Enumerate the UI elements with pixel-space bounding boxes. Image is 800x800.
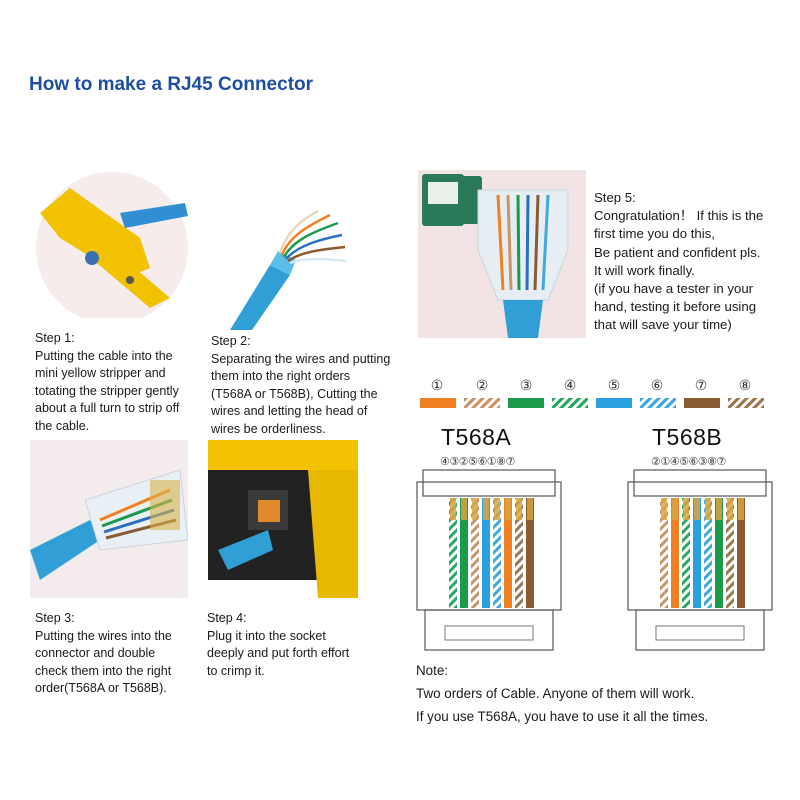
wire-number: ⑥ — [650, 377, 664, 393]
step3-line: order(T568A or T568B). — [35, 681, 167, 696]
step5-heading: Step 5: — [594, 190, 636, 205]
wire — [449, 498, 457, 608]
wire — [715, 498, 723, 608]
pin-order-t568a: ④③②⑤⑥①⑧⑦ — [440, 456, 515, 468]
wire-number: ⑤ — [607, 377, 621, 393]
step3-line: connector and double — [35, 646, 156, 661]
wire-number: ⑧ — [738, 377, 752, 393]
wire — [704, 498, 712, 608]
wire — [482, 498, 490, 608]
wire-color-swatch — [508, 398, 544, 408]
step4-line: Plug it into the socket — [207, 628, 326, 643]
wire-color-swatch — [684, 398, 720, 408]
connector-diagram-t568b — [626, 468, 774, 658]
step3-heading: Step 3: — [35, 611, 75, 625]
step5-line: It will work finally. — [594, 262, 695, 278]
wire — [737, 498, 745, 608]
wire-color-swatch — [596, 398, 632, 408]
wire — [682, 498, 690, 608]
wire — [493, 498, 501, 608]
connector-diagram-t568a — [415, 468, 563, 658]
wire-color-swatch — [728, 398, 764, 408]
wire-number: ③ — [519, 377, 533, 393]
step1-line: the cable. — [35, 418, 90, 433]
step5-line: first time you do this, — [594, 226, 715, 242]
step2-line: (T568A or T568B), Cutting the — [211, 386, 378, 401]
wire — [726, 498, 734, 608]
note-line: If you use T568A, you have to use it all… — [416, 709, 709, 724]
step2-line: them into the right orders — [211, 369, 350, 384]
standard-title-t568a: T568A — [441, 424, 512, 450]
note-heading: Note: — [416, 663, 449, 678]
step4-line: to crimp it. — [207, 663, 265, 678]
step5-line: hand, testing it before using — [594, 299, 757, 315]
wire — [693, 498, 701, 608]
wire-color-swatch — [420, 398, 456, 408]
step5-line: Be patient and confident pls. — [594, 244, 761, 260]
step4-text: Step 4: Plug it into the socket deeply a… — [207, 610, 349, 680]
wire — [460, 498, 468, 608]
wire — [504, 498, 512, 608]
wire-color-swatch — [552, 398, 588, 408]
step5-text: Step 5: Congratulation！ If this is the f… — [594, 189, 763, 335]
wire-color-swatch — [464, 398, 500, 408]
step3-photo — [30, 440, 188, 598]
step1-line: totating the stripper gently — [35, 383, 179, 398]
wire — [660, 498, 668, 608]
step5-line: that will save your time) — [594, 317, 732, 333]
step4-heading: Step 4: — [207, 611, 247, 625]
wire — [515, 498, 523, 608]
step5-line: Congratulation！ If this is the — [594, 208, 764, 224]
step4-line: deeply and put forth effort — [207, 646, 350, 661]
step3-line: check them into the right — [35, 663, 172, 678]
wire — [671, 498, 679, 608]
step3-text: Step 3: Putting the wires into the conne… — [35, 610, 172, 698]
step2-heading: Step 2: — [211, 334, 251, 348]
standard-title-t568b: T568B — [652, 424, 723, 450]
wire-number: ① — [430, 377, 444, 393]
wire — [526, 498, 534, 608]
note: Note: Two orders of Cable. Anyone of the… — [416, 659, 708, 728]
note-line: Two orders of Cable. Anyone of them will… — [416, 686, 695, 701]
step1-line: mini yellow stripper and — [35, 366, 166, 381]
pin-order-t568b: ②①④⑤⑥③⑧⑦ — [651, 456, 726, 468]
wire-number: ⑦ — [694, 377, 708, 393]
wire-color-swatch — [640, 398, 676, 408]
page-title: How to make a RJ45 Connector — [29, 74, 314, 95]
step3-line: Putting the wires into the — [35, 628, 172, 643]
step1-line: about a full turn to strip off — [35, 401, 180, 416]
step2-line: Separating the wires and putting — [211, 351, 391, 366]
step1-heading: Step 1: — [35, 331, 75, 345]
step2-line: wires and letting the head of — [211, 404, 368, 419]
step1-line: Putting the cable into the — [35, 348, 173, 363]
step2-photo — [230, 205, 350, 330]
wire-number: ④ — [563, 377, 577, 393]
step1-photo — [30, 168, 190, 318]
step2-line: wires be orderliness. — [211, 421, 326, 436]
step5-line: (if you have a tester in your — [594, 281, 754, 297]
step5-photo — [418, 170, 586, 338]
wire — [471, 498, 479, 608]
step4-photo — [208, 440, 358, 598]
step1-text: Step 1: Putting the cable into the mini … — [35, 330, 179, 436]
wire-number: ② — [475, 377, 489, 393]
step2-text: Step 2: Separating the wires and putting… — [211, 333, 390, 439]
